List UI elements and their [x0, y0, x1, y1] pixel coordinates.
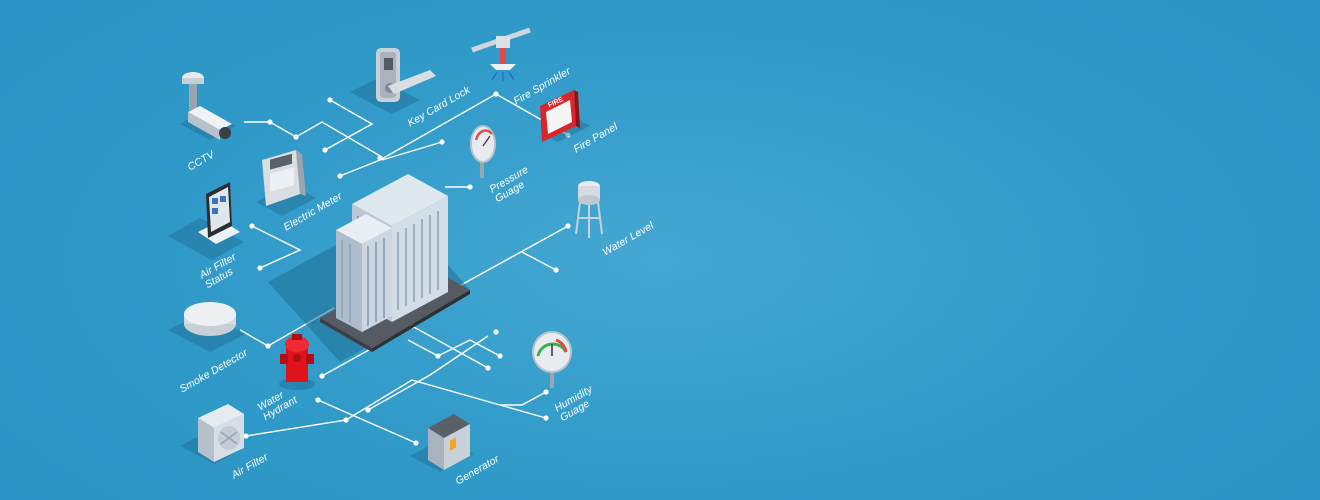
cctv-link: [244, 121, 383, 158]
key-card-lock-icon: [350, 48, 436, 114]
office-building-icon: [268, 174, 470, 362]
humidity-link-2: [500, 391, 547, 406]
humidity-gauge-icon: [532, 331, 572, 388]
cctv-camera-icon: [180, 72, 236, 140]
meter-link: [339, 159, 381, 177]
fire-sprinkler-icon: [471, 27, 531, 82]
electric-meter-icon: [256, 150, 316, 216]
water-tower-icon: [575, 181, 603, 238]
key-lock-link: [324, 99, 374, 151]
mid-link: [367, 335, 489, 411]
fire-hydrant-icon: [279, 334, 315, 390]
air-status-link: [251, 225, 302, 269]
water-level-branch: [521, 251, 557, 271]
humidity-link: [407, 339, 501, 357]
connection-lines: [239, 93, 569, 444]
air-filter-fan-icon: [180, 404, 244, 464]
air-filter-status-tablet-icon: [168, 182, 244, 260]
connection-dots: [243, 91, 571, 446]
smoke-detector-icon: [168, 302, 246, 352]
generator-link: [317, 399, 417, 444]
water-level-link: [451, 225, 569, 291]
pressure-gauge-icon: [470, 125, 496, 178]
generator-icon: [410, 414, 474, 472]
fire-panel-icon: FIRE: [540, 90, 590, 142]
fire-panel-link: [381, 141, 443, 161]
airfilter-link: [245, 379, 547, 437]
